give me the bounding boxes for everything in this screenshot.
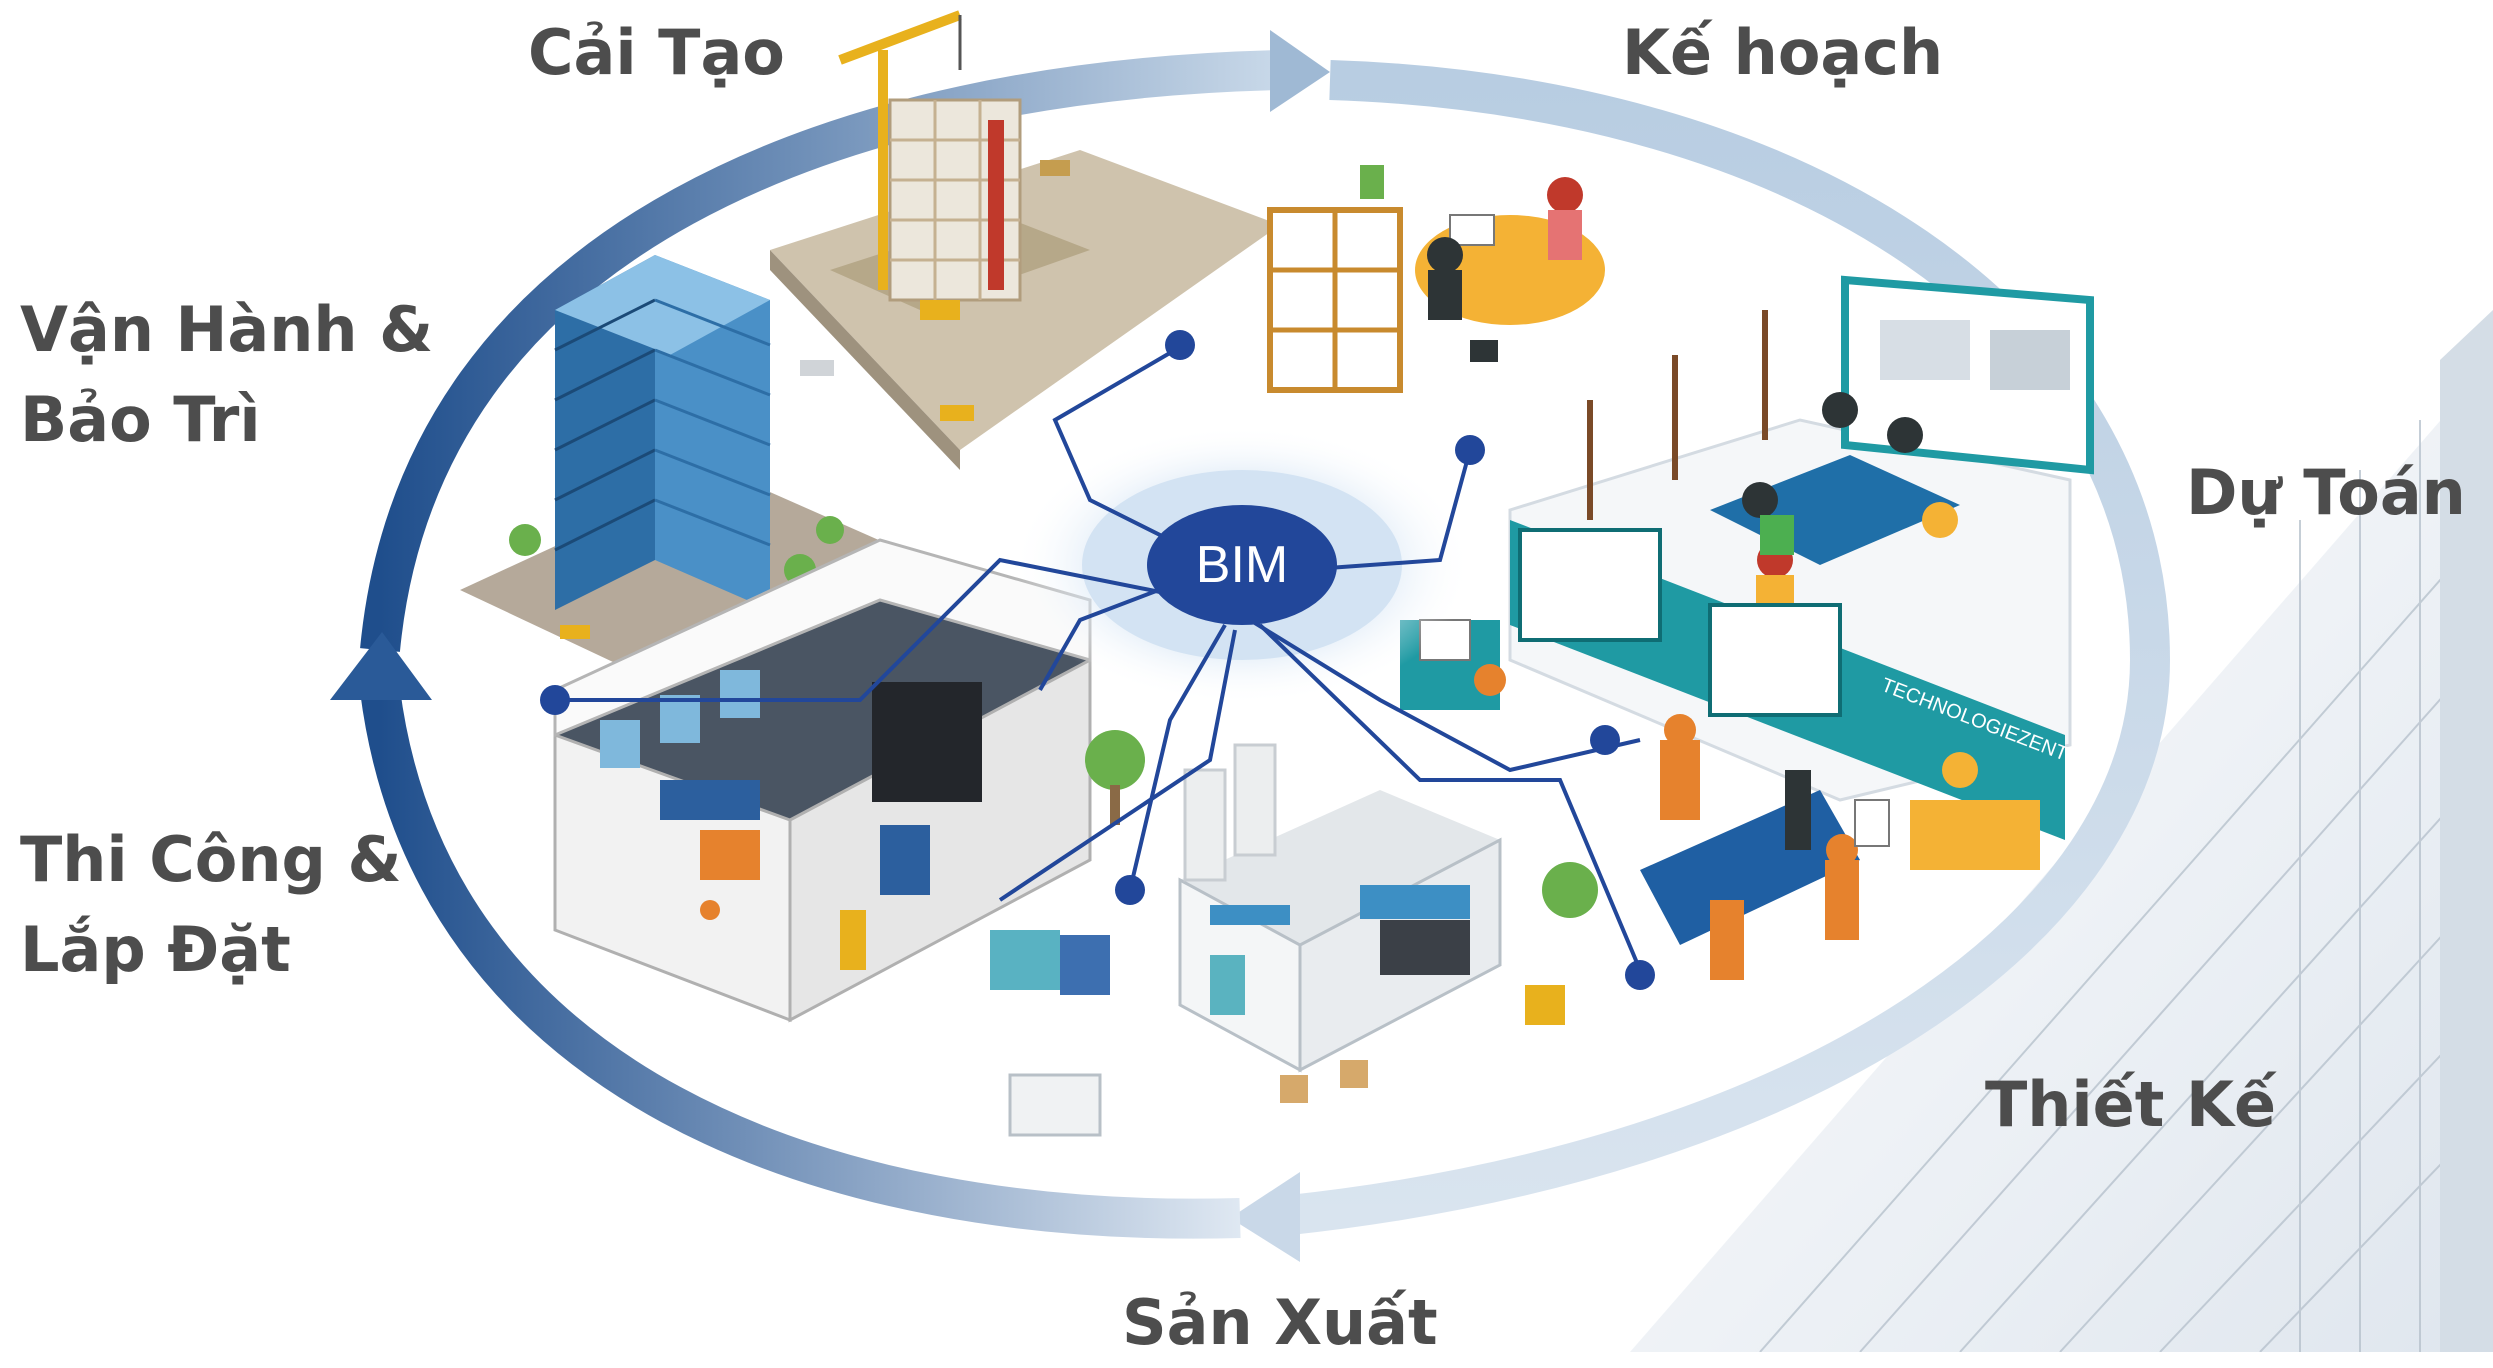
bim-hub-core <box>1147 505 1337 625</box>
network-node-installation <box>540 685 570 715</box>
bim-hub-label: BIM <box>1196 536 1288 594</box>
stage-label-design-line: Thiết Kế <box>1985 1068 2277 1141</box>
stage-label-construction-installation: Thi Công & Lắp Đặt <box>20 815 402 995</box>
lifecycle-cycle-ring <box>330 30 2171 1262</box>
arrowhead-left <box>330 632 432 700</box>
stage-label-renovation-line: Cải Tạo <box>528 16 785 89</box>
stage-label-estimating-line: Dự Toán <box>2186 456 2466 529</box>
design-workshop <box>1400 619 1890 980</box>
cycle-arrow-right <box>1287 60 2171 1235</box>
cycle-arrow-top <box>360 50 1281 652</box>
stage-label-estimating: Dự Toán <box>2186 448 2466 538</box>
network-node-design-lower <box>1625 960 1655 990</box>
renovation-construction-site <box>770 10 1280 470</box>
arrowhead-top <box>1270 30 1330 112</box>
stage-label-operations-line-1: Vận Hành & <box>20 293 434 366</box>
operations-office-tower <box>460 255 890 670</box>
network-node-production <box>1115 875 1145 905</box>
stage-label-production-line: Sản Xuất <box>1122 1286 1438 1359</box>
stage-label-production: Sản Xuất <box>1122 1278 1438 1368</box>
bim-network-links <box>555 343 1642 971</box>
stage-label-planning-line: Kế hoạch <box>1622 16 1944 89</box>
arrowhead-right <box>1230 1172 1300 1262</box>
planning-office <box>1267 165 1605 393</box>
network-node-planning <box>1165 330 1195 360</box>
stage-label-planning: Kế hoạch <box>1622 8 1943 98</box>
bim-network-nodes <box>540 330 1655 990</box>
stage-label-design: Thiết Kế <box>1985 1060 2276 1150</box>
production-factory <box>990 730 1598 1137</box>
installation-assembly-room <box>553 538 1092 1023</box>
stage-label-operations-line-2: Bảo Trì <box>20 382 261 456</box>
network-node-design <box>1590 725 1620 755</box>
stage-label-operations-maintenance: Vận Hành & Bảo Trì <box>20 285 433 465</box>
bim-hub: BIM <box>540 330 1655 990</box>
estimating-meeting-room: TECHNOLOGIEZENTRUM <box>1508 275 2113 870</box>
stage-label-construction-line-1: Thi Công & <box>20 823 402 896</box>
network-node-estimating <box>1455 435 1485 465</box>
stage-label-renovation: Cải Tạo <box>528 8 785 98</box>
stage-label-construction-line-2: Lắp Đặt <box>20 912 291 986</box>
cycle-arrow-bottom <box>360 687 1241 1239</box>
